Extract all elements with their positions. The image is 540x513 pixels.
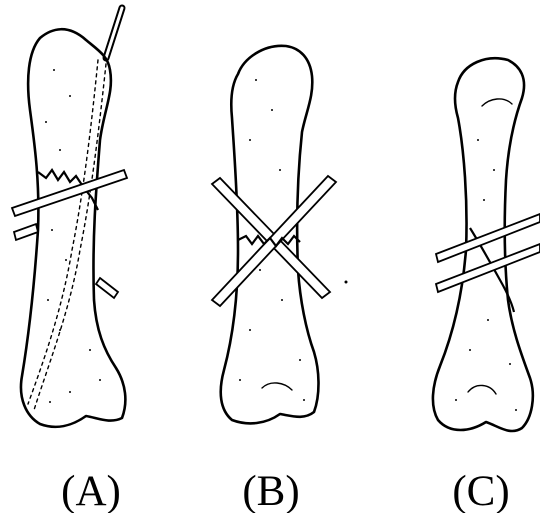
panel-c-articular-line — [482, 99, 512, 106]
panel-c-label: (C) — [452, 468, 509, 513]
panel-c-condyle-line — [468, 385, 496, 394]
panel-a — [12, 8, 127, 427]
panel-b-label: (B) — [242, 468, 299, 513]
panel-a-transverse-wire — [12, 170, 127, 216]
panel-a-longitudinal-wire — [106, 8, 122, 58]
panel-b-condyle-line — [262, 383, 292, 390]
panel-c — [433, 58, 540, 431]
panel-a-label: (A) — [61, 468, 121, 513]
panel-b — [212, 46, 348, 424]
